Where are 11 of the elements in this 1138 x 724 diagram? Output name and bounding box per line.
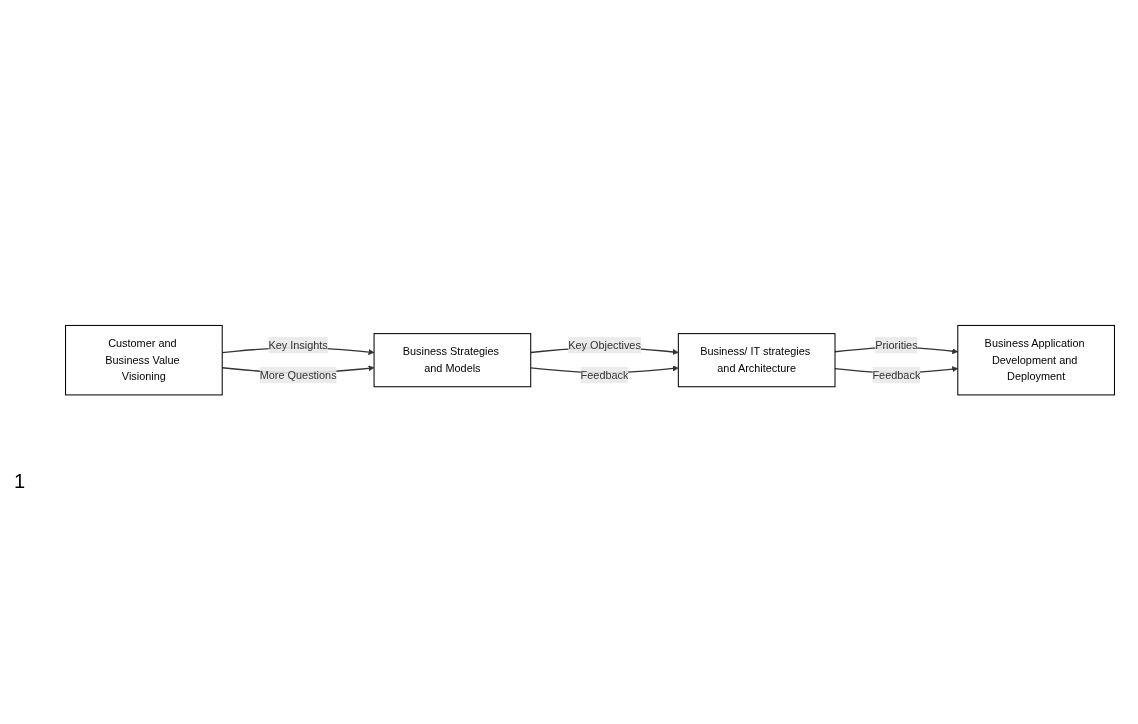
node-box: Business/ IT strategies and Architecture (677, 332, 836, 388)
edge-label: Feedback (872, 368, 921, 381)
page-number: 1 (14, 470, 26, 493)
edge-label: Key Insights (268, 338, 328, 351)
edge-label: Key Objectives (568, 338, 641, 351)
node-box: Business Application Development and Deployment (957, 324, 1115, 396)
edge-label: More Questions (259, 368, 337, 381)
edge-label: Priorities (875, 338, 918, 351)
edge-label: Feedback (580, 368, 629, 381)
node-box: Business Strategies and Models (373, 332, 532, 388)
node-box: Customer and Business Value Visioning (65, 324, 223, 396)
